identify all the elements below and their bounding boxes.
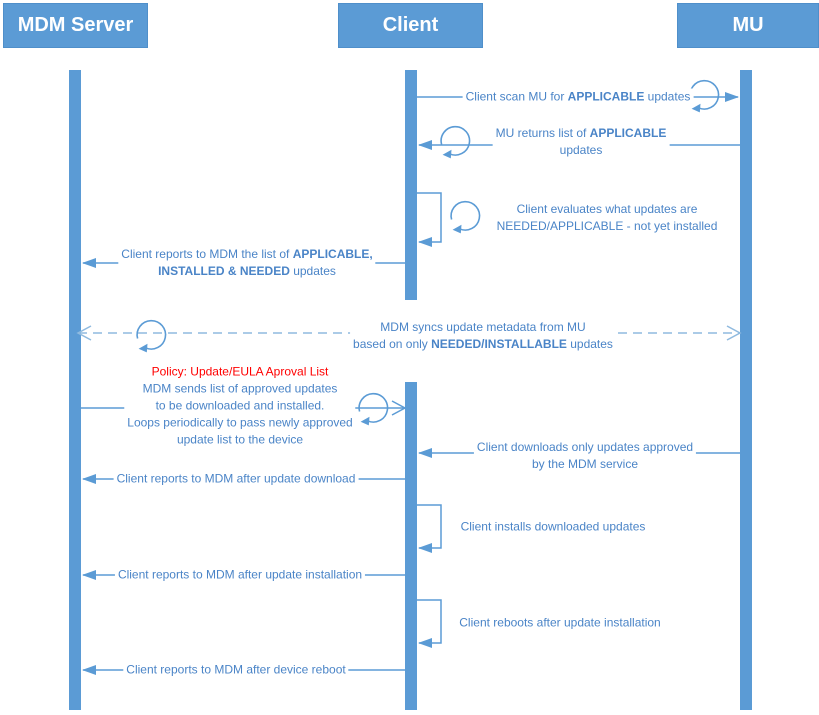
- message-label-downloads: Client downloads only updates approved b…: [473, 439, 697, 473]
- actor-box-client: Client: [338, 3, 483, 48]
- actor-label-mdm-server: MDM Server: [17, 14, 134, 36]
- message-label-report-download: Client reports to MDM after update downl…: [113, 470, 359, 488]
- message-label-installs: Client installs downloaded updates: [457, 518, 649, 536]
- message-label-report-reboot: Client reports to MDM after device reboo…: [123, 661, 349, 679]
- message-label-returns: MU returns list of APPLICABLE updates: [492, 125, 670, 159]
- activation-bar-mdm: [69, 70, 81, 710]
- message-label-report-list: Client reports to MDM the list of APPLIC…: [118, 246, 376, 280]
- actor-box-mu: MU: [677, 3, 819, 48]
- message-label-evaluates: Client evaluates what updates are NEEDED…: [493, 201, 721, 235]
- open-arrowhead-sync-right: [726, 325, 742, 341]
- open-arrowhead-policy-send: [391, 400, 407, 416]
- actor-label-client: Client: [382, 14, 439, 36]
- message-label-sync: MDM syncs update metadata from MU based …: [350, 319, 616, 353]
- loop-icon-returns: [440, 125, 471, 160]
- activation-bar-mu: [740, 70, 752, 710]
- loop-icon-sync: [136, 319, 167, 354]
- self-loop-installs: [417, 504, 442, 553]
- activation-bar-client-top: [405, 70, 417, 300]
- self-loop-evaluates: [417, 192, 442, 247]
- self-loop-reboots: [417, 599, 442, 648]
- open-arrowhead-sync-left: [76, 325, 92, 341]
- message-label-reboots: Client reboots after update installation: [456, 614, 664, 632]
- message-label-scan: Client scan MU for APPLICABLE updates: [462, 88, 694, 106]
- policy-title: Policy: Update/EULA Aproval List: [151, 364, 329, 379]
- activation-bar-client-bottom: [405, 382, 417, 710]
- loop-icon-policy-send: [358, 392, 389, 427]
- actor-box-mdm-server: MDM Server: [3, 3, 148, 48]
- actor-label-mu: MU: [732, 14, 764, 36]
- loop-icon-evaluates: [450, 200, 481, 235]
- message-label-report-install: Client reports to MDM after update insta…: [114, 566, 366, 584]
- message-label-policy: Policy: Update/EULA Aproval List MDM sen…: [124, 363, 356, 449]
